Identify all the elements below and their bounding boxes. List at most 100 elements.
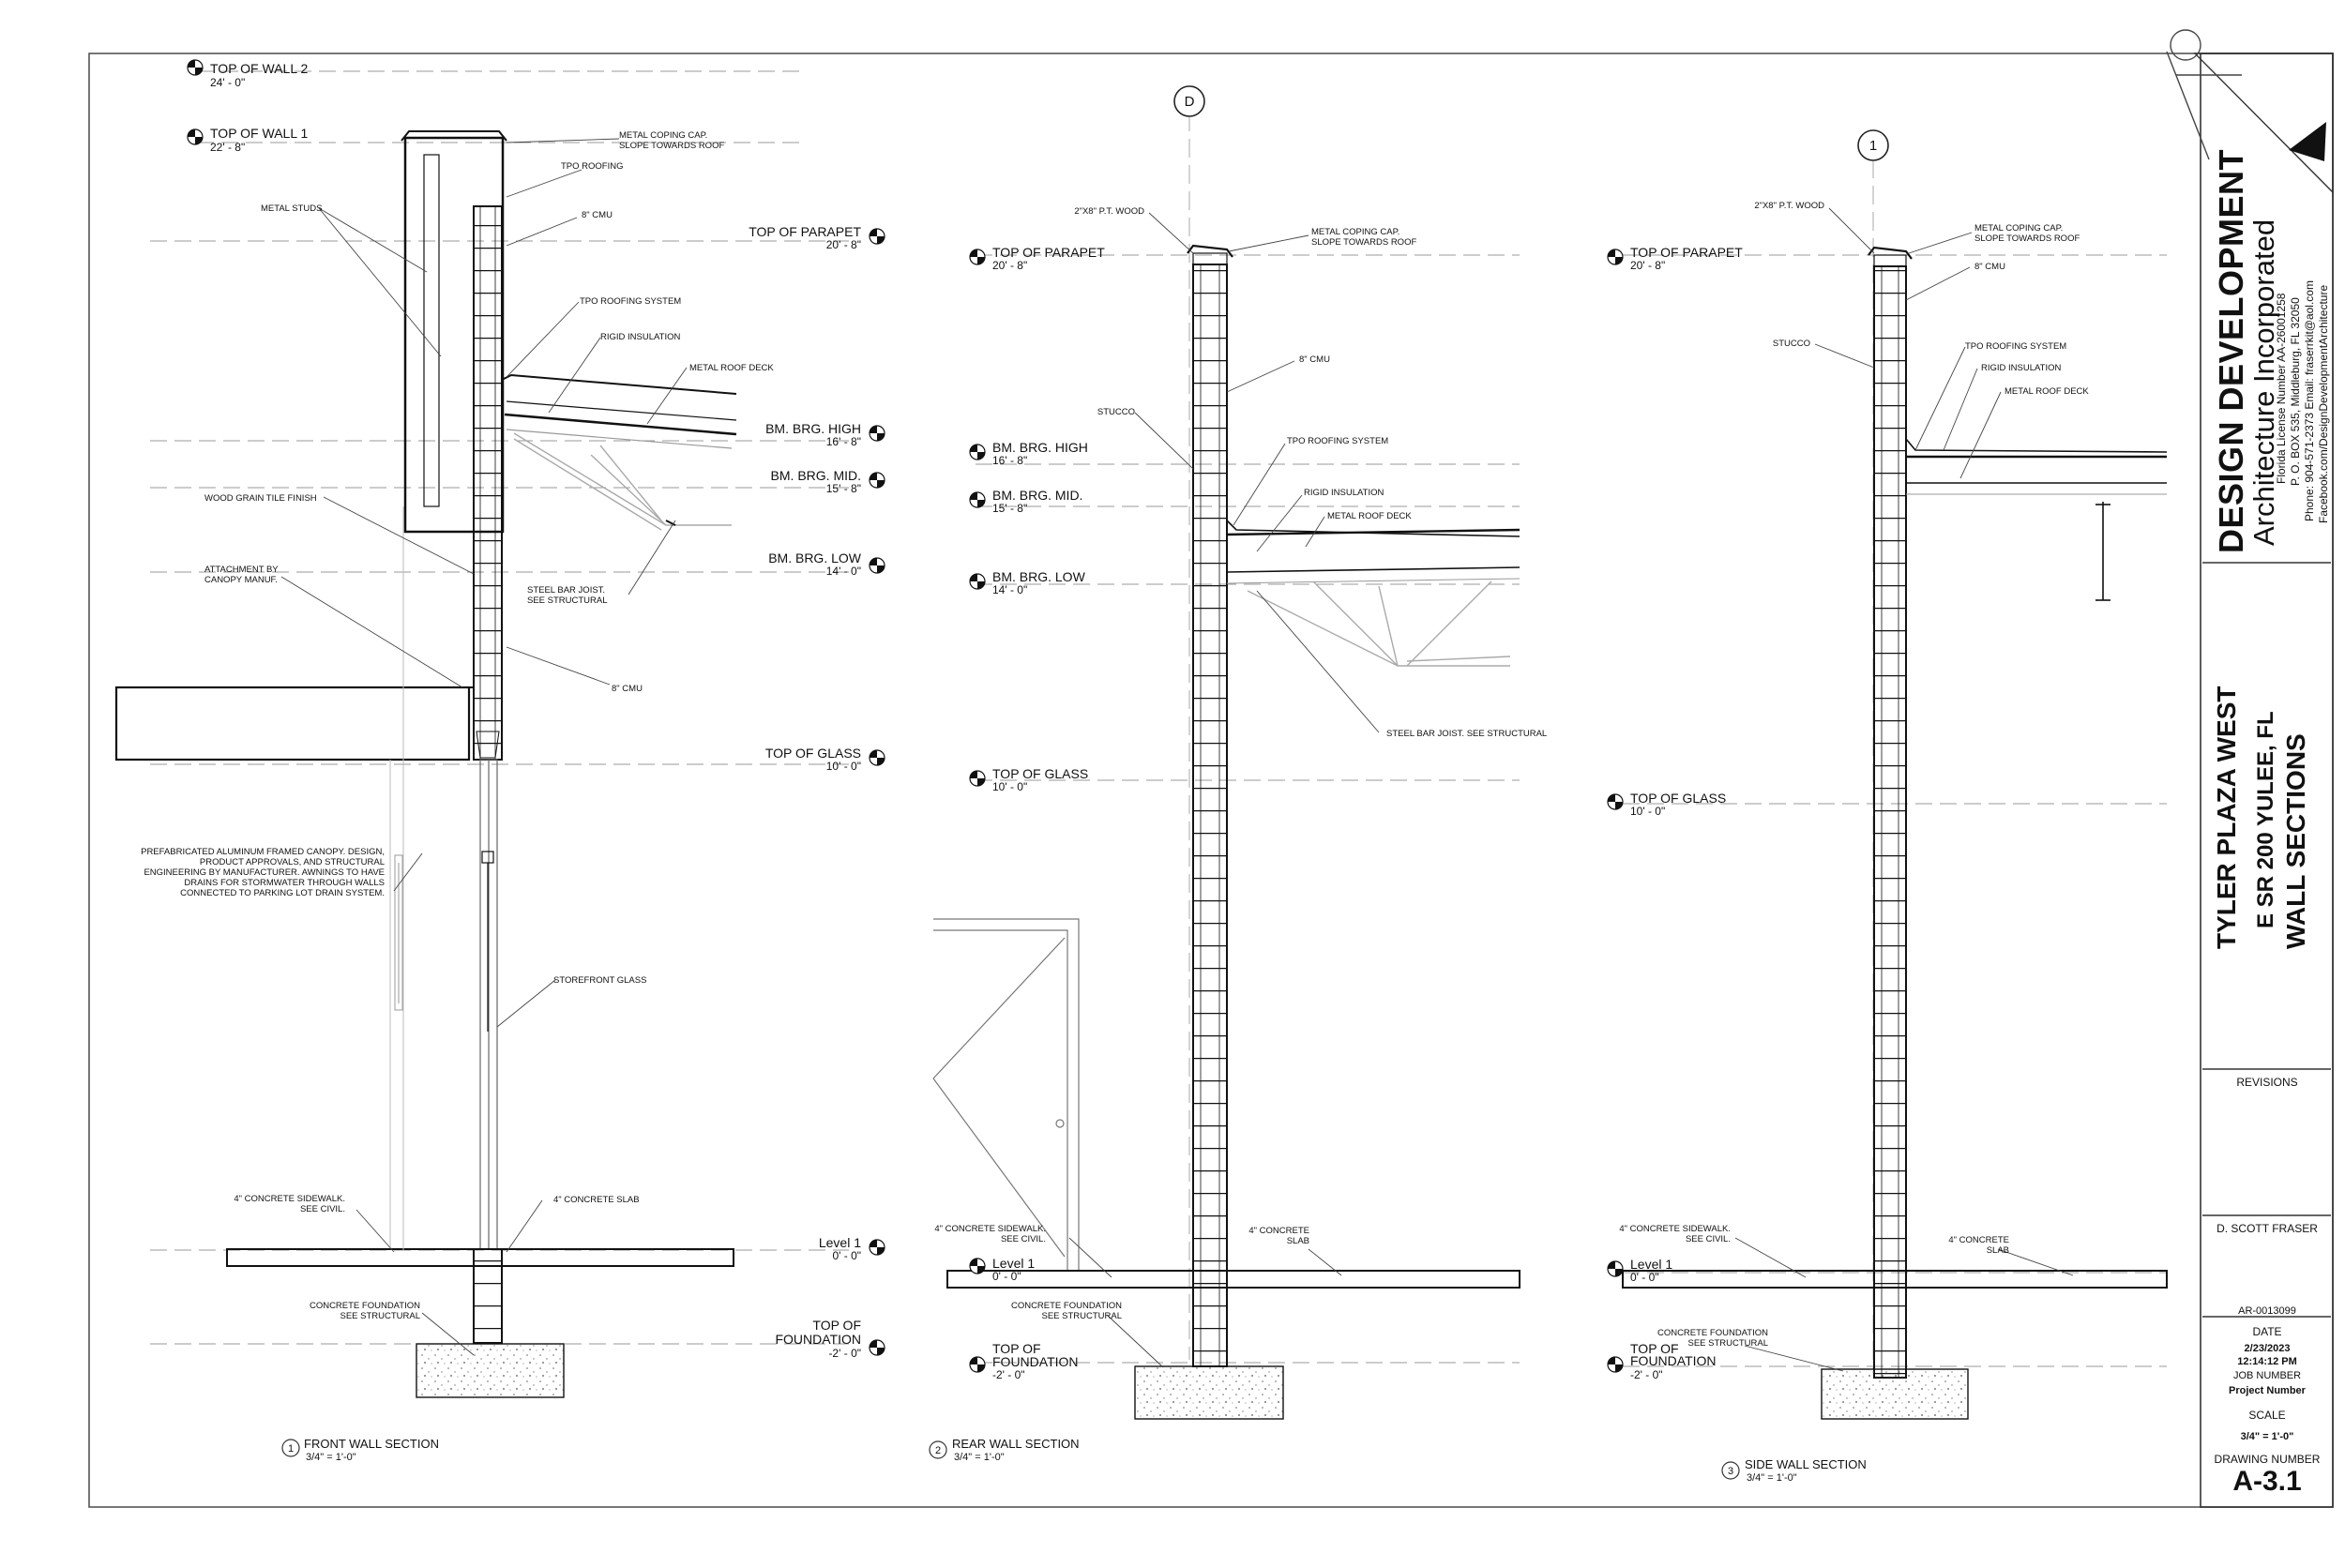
level-name: Level 1 [992,1256,1035,1271]
section-number: 3 [1728,1466,1733,1477]
level-marker-icon [869,472,885,489]
note: CONCRETE FOUNDATION [1657,1328,1768,1338]
sheet-title: WALL SECTIONS [2281,733,2310,949]
level-marker-icon [969,444,986,460]
level-name: BM. BRG. MID. [992,488,1082,503]
firm-contact: Phone: 904-571-2373 Email: fraserrkit@ao… [2303,280,2316,521]
note: 4" CONCRETE SIDEWALK. [1619,1224,1731,1234]
note: METAL ROOF DECK [2005,386,2089,397]
section-number-circle [281,1439,300,1457]
note: 8" CMU [582,210,613,220]
level-elevation: 22' - 8" [210,141,245,154]
note: SEE CIVIL. [1686,1234,1731,1244]
note: SEE STRUCTURAL [527,596,608,606]
level-name: TOP OF WALL 2 [210,61,308,76]
note: 4" CONCRETE [1248,1226,1309,1236]
time-value: 12:14:12 PM [2237,1356,2297,1367]
section-number: 2 [935,1445,941,1456]
note: STEEL BAR JOIST. [527,585,605,596]
note: 4" CONCRETE SIDEWALK. [234,1194,345,1204]
level-elevation: 15' - 8" [826,482,861,495]
level-name: TOP OF [1630,1341,1679,1356]
note: WOOD GRAIN TILE FINISH [204,493,317,504]
note: STOREFRONT GLASS [553,975,646,986]
level-name: TOP OF GLASS [992,766,1088,781]
level-marker-icon [1607,1356,1624,1373]
note: SEE CIVIL. [300,1204,345,1214]
note: RIGID INSULATION [1981,363,2061,373]
level-name: Level 1 [819,1235,861,1250]
note: SEE STRUCTURAL [1041,1311,1122,1321]
note: METAL ROOF DECK [689,363,774,373]
drawing-number: A-3.1 [2232,1466,2302,1497]
revisions-label: REVISIONS [2236,1076,2298,1089]
note: METAL COPING CAP. [1974,223,2063,234]
level-marker-icon [869,425,885,442]
note: METAL ROOF DECK [1327,511,1412,521]
note: SLOPE TOWARDS ROOF [1311,237,1416,248]
level-name: TOP OF GLASS [1630,791,1726,806]
note: SLOPE TOWARDS ROOF [1974,234,2080,244]
scale-value: 3/4" = 1'-0" [2240,1431,2294,1442]
level-elevation: 15' - 8" [992,502,1027,515]
level-elevation: 16' - 8" [826,435,861,448]
note: SLAB [1287,1236,1309,1246]
note: ATTACHMENT BY [204,565,279,575]
north-arrow-logo [2166,29,2334,194]
level-elevation: 14' - 0" [826,565,861,578]
section-title: SIDE WALL SECTION [1745,1457,1867,1471]
level-elevation: 20' - 8" [1630,259,1665,272]
grid-bubble-d [1173,85,1205,117]
level-name: BM. BRG. LOW [768,550,862,565]
level-elevation: 20' - 8" [826,238,861,251]
note: METAL STUDS [261,204,322,214]
level-name: TOP OF PARAPET [992,245,1105,260]
level-elevation: 0' - 0" [1630,1271,1659,1284]
note: 4" CONCRETE SLAB [553,1195,640,1205]
note: METAL COPING CAP. [1311,227,1399,237]
note: RIGID INSULATION [600,332,680,342]
note: CONNECTED TO PARKING LOT DRAIN SYSTEM. [180,888,385,898]
level-name: TOP OF [992,1341,1041,1356]
note: METAL COPING CAP. [619,130,707,141]
level-name: TOP OF [812,1318,861,1333]
section-2-rear-wall [932,85,1520,1420]
section-number: 1 [288,1443,294,1455]
level-name: TOP OF GLASS [765,746,861,761]
job-number-value: Project Number [2229,1385,2306,1396]
note: 4" CONCRETE [1948,1235,2009,1245]
level-elevation: 10' - 0" [992,780,1027,793]
section-3-side-wall [1622,129,2168,1420]
section-title: REAR WALL SECTION [952,1437,1080,1451]
level-name: BM. BRG. HIGH [992,440,1088,455]
level-marker-icon [869,557,885,574]
section-3-text: 1 TOP OF PARAPET 20' - 8" TOP OF GLASS 1… [1619,138,2089,1484]
note: 2"X8" P.T. WOOD [1074,206,1144,217]
project-name: TYLER PLAZA WEST [2212,686,2241,949]
note: ENGINEERING BY MANUFACTURER. AWNINGS TO … [144,867,385,878]
firm-address: P. O. BOX 535, Middleburg, FL 32050 [2289,297,2302,486]
level-name: BM. BRG. LOW [992,569,1086,584]
level-marker-icon [869,1339,885,1356]
note: STUCCO [1097,407,1135,417]
firm-facebook: Facebook.com/DesignDevelopmentArchitectu… [2317,284,2330,523]
level-marker-icon [1607,1260,1624,1277]
project-address: E SR 200 YULEE, FL [2253,711,2278,928]
level-elevation: 14' - 0" [992,583,1027,596]
level-marker-icon [969,770,986,787]
level-elevation: 16' - 8" [992,454,1027,467]
level-name: TOP OF WALL 1 [210,126,308,141]
section-number-circle [1721,1461,1740,1480]
level-marker-icon [969,1258,986,1274]
level-marker-icon [1607,793,1624,810]
level-elevation: 0' - 0" [992,1270,1021,1283]
level-name: FOUNDATION [992,1354,1079,1369]
section-scale: 3/4" = 1'-0" [1747,1472,1797,1484]
level-marker-icon [969,249,986,265]
note: SEE STRUCTURAL [340,1311,420,1321]
note: TPO ROOFING SYSTEM [1287,436,1388,446]
section-2-text: D TOP OF PARAPET 20' - 8" BM. BRG. HIGH … [929,94,1547,1463]
note: CONCRETE FOUNDATION [1011,1301,1122,1311]
